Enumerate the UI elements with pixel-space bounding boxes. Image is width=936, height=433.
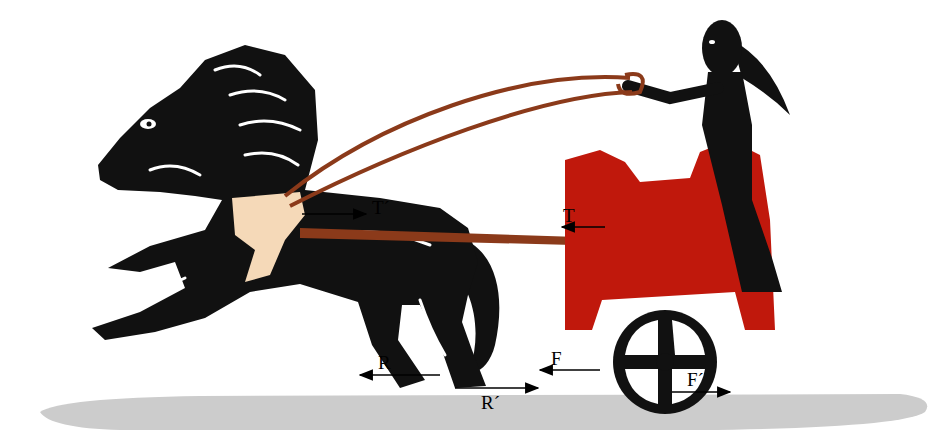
force-label: R´ <box>481 393 500 412</box>
mane-stroke <box>215 66 260 75</box>
mane-stroke <box>240 121 300 130</box>
ground <box>40 394 927 430</box>
rein <box>290 92 632 206</box>
force-arrow <box>302 213 366 215</box>
mane-stroke <box>230 91 285 100</box>
chariot-pole <box>300 228 610 246</box>
wheel-opening <box>625 369 658 404</box>
force-label: F <box>551 349 562 368</box>
mane-stroke <box>245 153 298 165</box>
horse-body <box>92 45 486 388</box>
leg-stroke <box>420 300 445 355</box>
horse-eye <box>140 119 156 129</box>
driver-eye <box>709 40 715 44</box>
driver-body <box>702 72 782 292</box>
wheel-hub <box>656 353 674 371</box>
force-arrow <box>562 226 605 228</box>
force-label: T´ <box>372 198 390 217</box>
force-arrow <box>360 374 440 376</box>
wheel-opening <box>672 320 705 355</box>
force-arrow <box>540 369 600 371</box>
wheel-opening <box>625 320 658 355</box>
head-stroke <box>150 166 200 175</box>
horse-pupil <box>147 122 152 127</box>
force-arrow <box>455 387 538 389</box>
rein <box>285 77 630 196</box>
force-label: R <box>378 353 391 372</box>
force-arrows <box>302 214 730 392</box>
force-label: T <box>563 206 575 225</box>
force-label: F´ <box>687 370 704 389</box>
driver-head <box>702 20 742 76</box>
rein-loop <box>618 74 643 94</box>
leg-stroke <box>130 278 185 300</box>
reins <box>285 74 643 206</box>
force-arrow <box>672 391 730 393</box>
horse-mane <box>130 66 445 355</box>
wheel-opening <box>672 369 705 404</box>
chariot-wheel <box>613 310 717 414</box>
